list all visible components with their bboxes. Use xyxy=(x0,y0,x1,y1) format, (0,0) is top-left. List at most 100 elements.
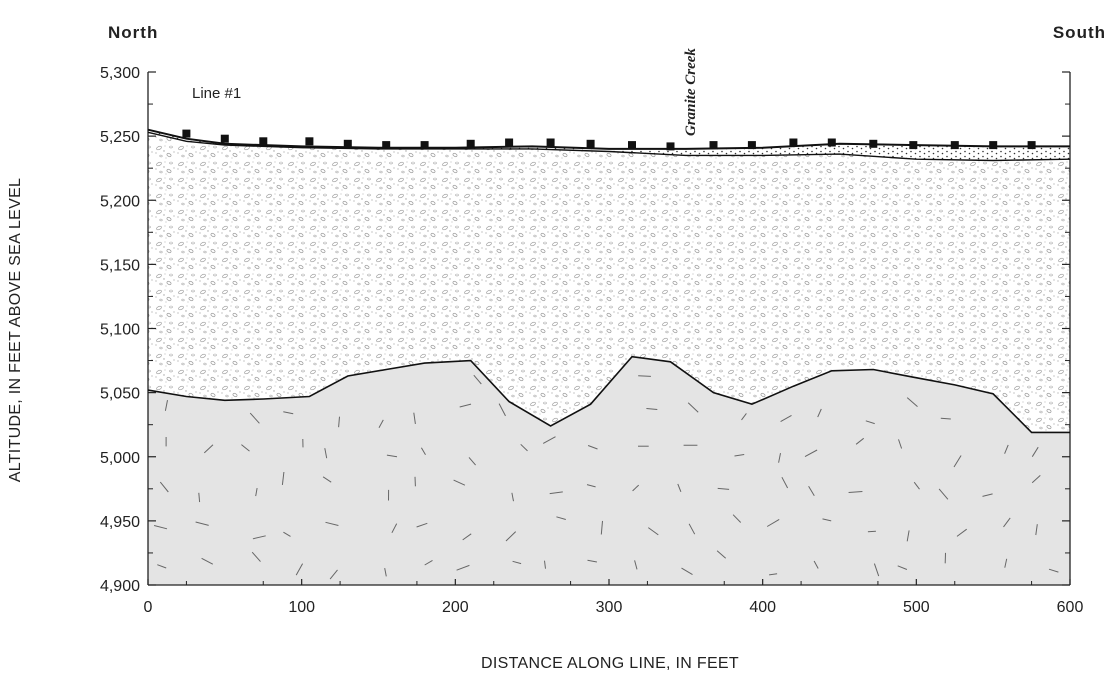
survey-marker xyxy=(789,138,798,147)
bedrock-texture-dash xyxy=(203,444,214,454)
layers-group xyxy=(148,129,1070,585)
bedrock-texture-dash xyxy=(778,453,781,463)
survey-marker xyxy=(869,139,878,148)
bedrock-texture-dash xyxy=(867,530,876,533)
survey-marker xyxy=(420,141,429,150)
bedrock-texture-dash xyxy=(982,493,993,497)
survey-marker xyxy=(466,139,475,148)
y-axis-group: 4,9004,9505,0005,0505,1005,1505,2005,250… xyxy=(100,65,1070,595)
x-tick-label: 100 xyxy=(288,599,315,616)
bedrock-texture-dash xyxy=(241,444,250,452)
bedrock-texture-dash xyxy=(769,573,778,576)
bedrock-texture-dash xyxy=(804,449,818,458)
x-tick-label: 400 xyxy=(749,599,776,616)
marker-group xyxy=(182,129,1036,151)
bedrock-texture-dash xyxy=(940,417,951,420)
bedrock-texture-dash xyxy=(556,516,566,520)
bedrock-texture-dash xyxy=(505,531,517,542)
bedrock-texture-dash xyxy=(420,447,426,455)
survey-marker xyxy=(909,141,918,150)
bedrock-texture-dash xyxy=(424,559,433,566)
bedrock-texture-dash xyxy=(956,528,967,537)
x-tick-label: 500 xyxy=(903,599,930,616)
y-tick-label: 4,950 xyxy=(100,514,140,531)
granite-creek-label: Granite Creek xyxy=(683,48,699,136)
survey-marker xyxy=(343,139,352,148)
left-direction-label: North xyxy=(108,23,158,42)
bedrock-texture-dash xyxy=(848,491,863,493)
bedrock-texture-dash xyxy=(638,375,651,377)
bedrock-texture-dash xyxy=(453,479,466,486)
bedrock-texture-dash xyxy=(808,485,815,496)
bedrock-texture-dash xyxy=(913,481,920,490)
bedrock-texture-dash xyxy=(822,518,832,522)
survey-marker xyxy=(259,137,268,146)
bedrock-texture-dash xyxy=(681,567,693,576)
bedrock-texture-dash xyxy=(855,437,865,445)
bedrock-texture-dash xyxy=(677,483,682,492)
survey-marker xyxy=(950,141,959,150)
y-tick-label: 5,050 xyxy=(100,386,140,403)
x-tick-label: 600 xyxy=(1057,599,1084,616)
bedrock-texture-dash xyxy=(549,491,563,495)
bedrock-texture-dash xyxy=(732,514,742,523)
bedrock-texture-dash xyxy=(413,412,416,424)
bedrock-texture-dash xyxy=(1031,446,1039,457)
bedrock-texture-dash xyxy=(687,402,699,413)
bedrock-texture-dash xyxy=(459,403,472,408)
bedrock-texture-dash xyxy=(632,484,640,492)
y-tick-label: 5,200 xyxy=(100,193,140,210)
survey-marker xyxy=(586,139,595,148)
bedrock-texture-dash xyxy=(157,564,167,569)
sand-layer xyxy=(148,129,1070,161)
bedrock-texture-dash xyxy=(511,492,514,502)
bedrock-texture-dash xyxy=(898,439,903,449)
bedrock-texture-dash xyxy=(544,560,546,569)
survey-marker xyxy=(505,138,514,147)
y-tick-label: 5,100 xyxy=(100,322,140,339)
x-tick-label: 300 xyxy=(596,599,623,616)
bedrock-texture-dash xyxy=(688,523,696,535)
bedrock-texture-dash xyxy=(865,420,875,425)
bedrock-texture-dash xyxy=(512,560,522,565)
x-tick-label: 0 xyxy=(144,599,153,616)
bedrock-layer xyxy=(148,356,1070,585)
bedrock-texture-dash xyxy=(953,455,962,468)
y-tick-label: 5,150 xyxy=(100,257,140,274)
bedrock-texture-dash xyxy=(338,416,340,428)
land-surface-line xyxy=(147,128,1070,150)
bedrock-texture-dash xyxy=(295,563,304,576)
bedrock-texture-dash xyxy=(813,560,819,569)
bedrock-texture-dash xyxy=(391,523,398,534)
bedrock-texture-dash xyxy=(462,533,472,541)
bedrock-texture-dash xyxy=(542,436,556,444)
survey-marker xyxy=(628,141,636,150)
y-tick-label: 4,900 xyxy=(100,578,140,595)
bedrock-texture-dash xyxy=(283,411,294,415)
bedrock-texture-dash xyxy=(198,492,201,503)
bedrock-texture-dash xyxy=(781,476,789,489)
survey-marker xyxy=(666,142,675,151)
bedrock-texture-dash xyxy=(717,487,730,490)
survey-marker xyxy=(747,141,756,150)
bedrock-surface-line xyxy=(147,355,1070,434)
bedrock-texture-dash xyxy=(873,563,880,577)
survey-marker xyxy=(182,129,191,138)
y-tick-label: 5,300 xyxy=(100,65,140,82)
bedrock-texture-dash xyxy=(1004,444,1009,454)
bedrock-texture-dash xyxy=(468,457,476,466)
bedrock-texture-dash xyxy=(255,488,258,497)
bedrock-texture-dash xyxy=(159,481,169,493)
survey-marker xyxy=(220,134,229,143)
bedrock-texture-dash xyxy=(906,530,910,542)
bedrock-texture-dash xyxy=(251,551,261,562)
y-tick-label: 5,000 xyxy=(100,450,140,467)
bedrock-texture-dash xyxy=(520,443,528,452)
x-axis-title: DISTANCE ALONG LINE, IN FEET xyxy=(481,655,739,672)
bedrock-texture-dash xyxy=(386,454,398,458)
bedrock-texture-dash xyxy=(249,412,260,424)
bedrock-texture-dash xyxy=(817,408,822,418)
bedrock-texture-dash xyxy=(648,527,659,536)
